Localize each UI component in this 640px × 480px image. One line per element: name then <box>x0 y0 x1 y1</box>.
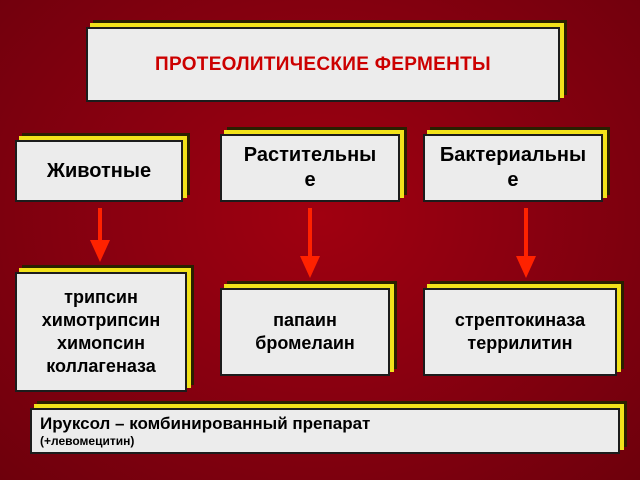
note-sub-text: (+левомецитин) <box>40 433 135 448</box>
enzyme-item: папаин <box>273 310 337 330</box>
category-animal-label: Животные <box>46 159 152 182</box>
category-bacterial-label-line1: Бактериальны <box>439 144 587 166</box>
category-bacterial: Бактериальны е <box>423 134 603 202</box>
category-animal: Животные <box>15 140 183 202</box>
enzyme-item: террилитин <box>467 333 573 353</box>
enzymes-bacterial: стрептокиназа террилитин <box>423 288 617 376</box>
arrow-bacterial <box>516 208 536 278</box>
enzyme-item: химопсин <box>57 333 145 353</box>
arrow-plant <box>300 208 320 278</box>
enzyme-item: трипсин <box>64 287 138 307</box>
arrow-animal <box>90 208 110 262</box>
enzyme-item: химотрипсин <box>41 310 161 330</box>
combined-drug-note: Ируксол – комбинированный препарат (+лев… <box>30 408 620 454</box>
enzymes-plant: папаин бромелаин <box>220 288 390 376</box>
enzyme-item: коллагеназа <box>46 356 156 376</box>
category-plant-label-line1: Растительны <box>243 144 377 166</box>
diagram-title: ПРОТЕОЛИТИЧЕСКИЕ ФЕРМЕНТЫ <box>86 27 560 102</box>
note-main-text: Ируксол – комбинированный препарат <box>40 413 371 433</box>
enzyme-item: стрептокиназа <box>454 310 586 330</box>
category-plant-label-line2: е <box>304 169 316 191</box>
arrow-animal-head <box>90 240 110 262</box>
arrow-bacterial-head <box>516 256 536 278</box>
title-text: ПРОТЕОЛИТИЧЕСКИЕ ФЕРМЕНТЫ <box>155 53 491 75</box>
category-plant: Растительны е <box>220 134 400 202</box>
arrow-plant-head <box>300 256 320 278</box>
enzymes-animal: трипсин химотрипсин химопсин коллагеназа <box>15 272 187 392</box>
category-bacterial-label-line2: е <box>507 169 519 191</box>
enzyme-item: бромелаин <box>255 333 355 353</box>
